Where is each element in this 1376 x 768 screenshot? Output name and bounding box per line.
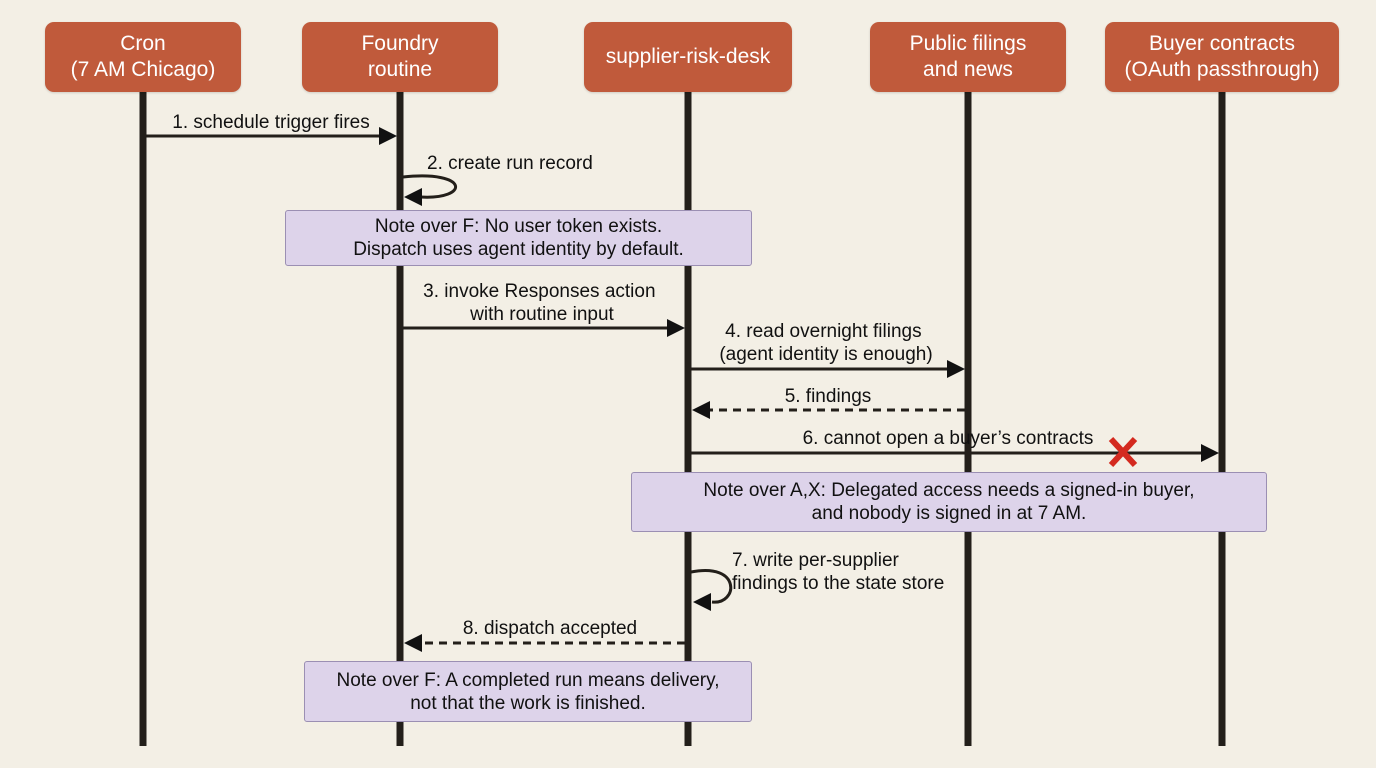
participant-label: Foundry	[361, 32, 439, 55]
participant-label: and news	[923, 58, 1013, 81]
note-completed-run: Note over F: A completed run means deliv…	[304, 661, 752, 722]
arrowhead	[404, 188, 422, 206]
message-label: 2. create run record	[427, 153, 593, 174]
message-2: 2. create run record	[402, 153, 593, 206]
arrowhead	[379, 127, 397, 145]
note-line: Note over A,X: Delegated access needs a …	[703, 480, 1195, 501]
message-label: 3. invoke Responses action with routine …	[423, 281, 661, 325]
participant-label: Buyer contracts	[1149, 32, 1295, 55]
note-line: Note over F: No user token exists.	[374, 216, 663, 237]
participant-foundry-routine: Foundry routine	[302, 22, 498, 92]
message-3: 3. invoke Responses action with routine …	[403, 281, 685, 337]
participant-supplier-risk-desk: supplier-risk-desk	[584, 22, 792, 92]
message-label: 8. dispatch accepted	[463, 618, 637, 639]
arrowhead	[1201, 444, 1219, 462]
message-5: 5. findings	[692, 386, 965, 419]
participant-label: supplier-risk-desk	[605, 45, 771, 68]
participant-label: routine	[367, 58, 433, 81]
note-line: and nobody is signed in at 7 AM.	[811, 503, 1087, 524]
message-7: 7. write per-supplier findings to the st…	[690, 550, 944, 611]
note-line: Dispatch uses agent identity by default.	[353, 239, 684, 260]
arrowhead	[667, 319, 685, 337]
participant-label: (OAuth passthrough)	[1124, 58, 1320, 81]
arrowhead	[692, 401, 710, 419]
arrowhead	[404, 634, 422, 652]
participant-label: Cron	[120, 32, 166, 55]
participant-cron: Cron (7 AM Chicago)	[45, 22, 241, 92]
message-label: 4. read overnight filings (agent identit…	[719, 321, 932, 365]
participant-label: (7 AM Chicago)	[70, 58, 216, 81]
lifelines	[139, 92, 1226, 746]
arrowhead	[947, 360, 965, 378]
message-label: 6. cannot open a buyer’s contracts	[803, 428, 1094, 449]
note-no-user-token: Note over F: No user token exists. Dispa…	[285, 210, 752, 266]
message-label: 5. findings	[785, 386, 872, 407]
message-1: 1. schedule trigger fires	[146, 112, 397, 145]
participant-label: Public filings	[909, 32, 1027, 55]
participant-buyer-contracts: Buyer contracts (OAuth passthrough)	[1105, 22, 1339, 92]
message-8: 8. dispatch accepted	[404, 618, 685, 652]
message-6: 6. cannot open a buyer’s contracts	[691, 428, 1219, 468]
arrowhead	[693, 593, 711, 611]
message-4: 4. read overnight filings (agent identit…	[691, 321, 965, 378]
note-delegated-access: Note over A,X: Delegated access needs a …	[631, 472, 1267, 532]
note-line: Note over F: A completed run means deliv…	[336, 669, 720, 691]
failure-x-icon	[1108, 436, 1138, 468]
participant-public-filings: Public filings and news	[870, 22, 1066, 92]
message-label: 1. schedule trigger fires	[172, 112, 370, 133]
note-line: not that the work is finished.	[410, 692, 646, 714]
message-label: 7. write per-supplier findings to the st…	[732, 550, 944, 594]
